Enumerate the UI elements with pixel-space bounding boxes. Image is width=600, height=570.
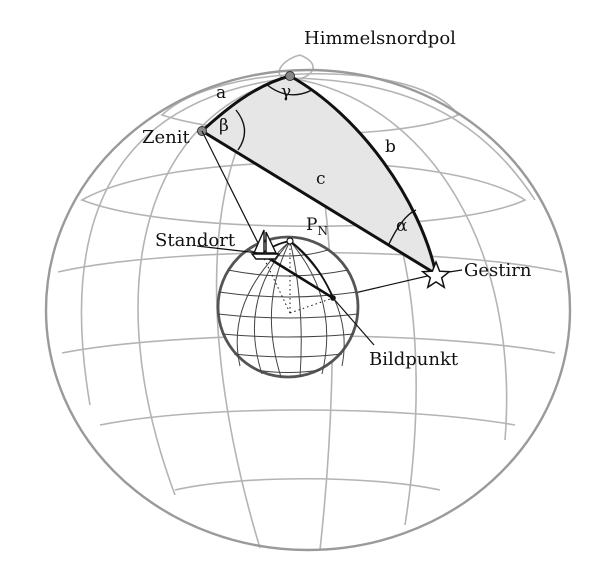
label-angle-beta: β xyxy=(219,116,229,136)
label-zenit: Zenit xyxy=(142,127,191,148)
nautical-triangle-fill xyxy=(202,76,436,274)
standort-pointer xyxy=(196,245,259,254)
label-standort: Standort xyxy=(155,230,236,251)
label-pn-main: P xyxy=(306,215,317,235)
label-pn: PN xyxy=(306,215,328,238)
sphere-meridian xyxy=(289,77,508,441)
label-gestirn: Gestirn xyxy=(464,260,532,281)
angle-arc-alpha xyxy=(387,209,417,247)
triangle-side-c xyxy=(201,129,437,276)
sphere-parallel xyxy=(80,161,527,228)
earth-triangle-side xyxy=(289,240,334,299)
sphere-parallel xyxy=(99,409,516,426)
label-himmelsnordpol: Himmelsnordpol xyxy=(304,28,456,49)
sphere-meridian xyxy=(80,77,291,406)
label-side-c: c xyxy=(316,169,326,189)
gestirn-pointer xyxy=(448,269,463,273)
label-bildpunkt: Bildpunkt xyxy=(369,349,459,370)
angle-arc-gamma xyxy=(265,83,313,96)
triangle-side-b xyxy=(289,74,438,275)
star-icon xyxy=(420,259,452,290)
earth-center-lines xyxy=(261,241,334,314)
celestial-sphere-outline xyxy=(44,68,572,552)
bildpunkt-pointer xyxy=(332,297,375,346)
triangle-side-a xyxy=(200,74,291,133)
zenit-projection-line xyxy=(201,130,264,254)
earth-body xyxy=(216,235,360,379)
label-angle-alpha: α xyxy=(396,216,408,236)
earth-grid xyxy=(217,240,359,378)
angle-arc-beta xyxy=(235,109,246,151)
label-angle-gamma: γ xyxy=(281,82,291,102)
sphere-parallel xyxy=(174,477,441,491)
sphere-meridian xyxy=(137,77,291,496)
earth-globe xyxy=(216,235,360,379)
label-side-a: a xyxy=(216,83,226,103)
ship-icon xyxy=(250,229,281,260)
label-pn-sub: N xyxy=(317,224,328,238)
sphere-meridian xyxy=(289,77,536,201)
label-side-b: b xyxy=(385,137,396,157)
himmelsnordpol-point xyxy=(285,71,295,81)
earth-pole-point xyxy=(286,237,294,245)
earth-triangle-side xyxy=(261,252,334,300)
